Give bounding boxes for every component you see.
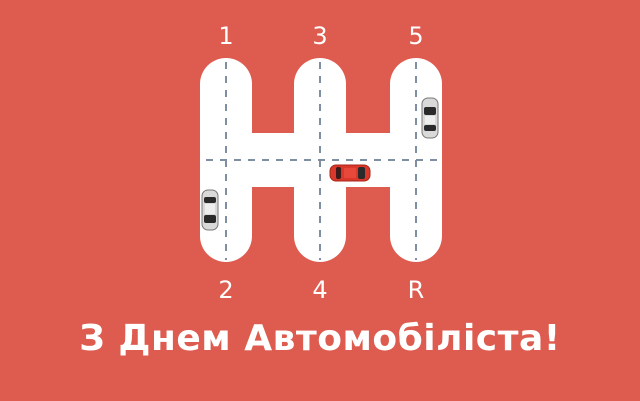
gear-label-3: 3 [312, 22, 328, 50]
lane-dashes [206, 62, 440, 260]
silver-car-icon [201, 189, 219, 231]
silver-car-icon [421, 97, 439, 139]
red-car-icon [329, 164, 371, 182]
gear-label-5: 5 [408, 22, 424, 50]
gear-label-1: 1 [218, 22, 234, 50]
greeting-title: З Днем Автомобіліста! [79, 318, 561, 359]
gear-label-r: R [407, 276, 425, 304]
gear-label-4: 4 [312, 276, 328, 304]
gear-label-2: 2 [218, 276, 234, 304]
